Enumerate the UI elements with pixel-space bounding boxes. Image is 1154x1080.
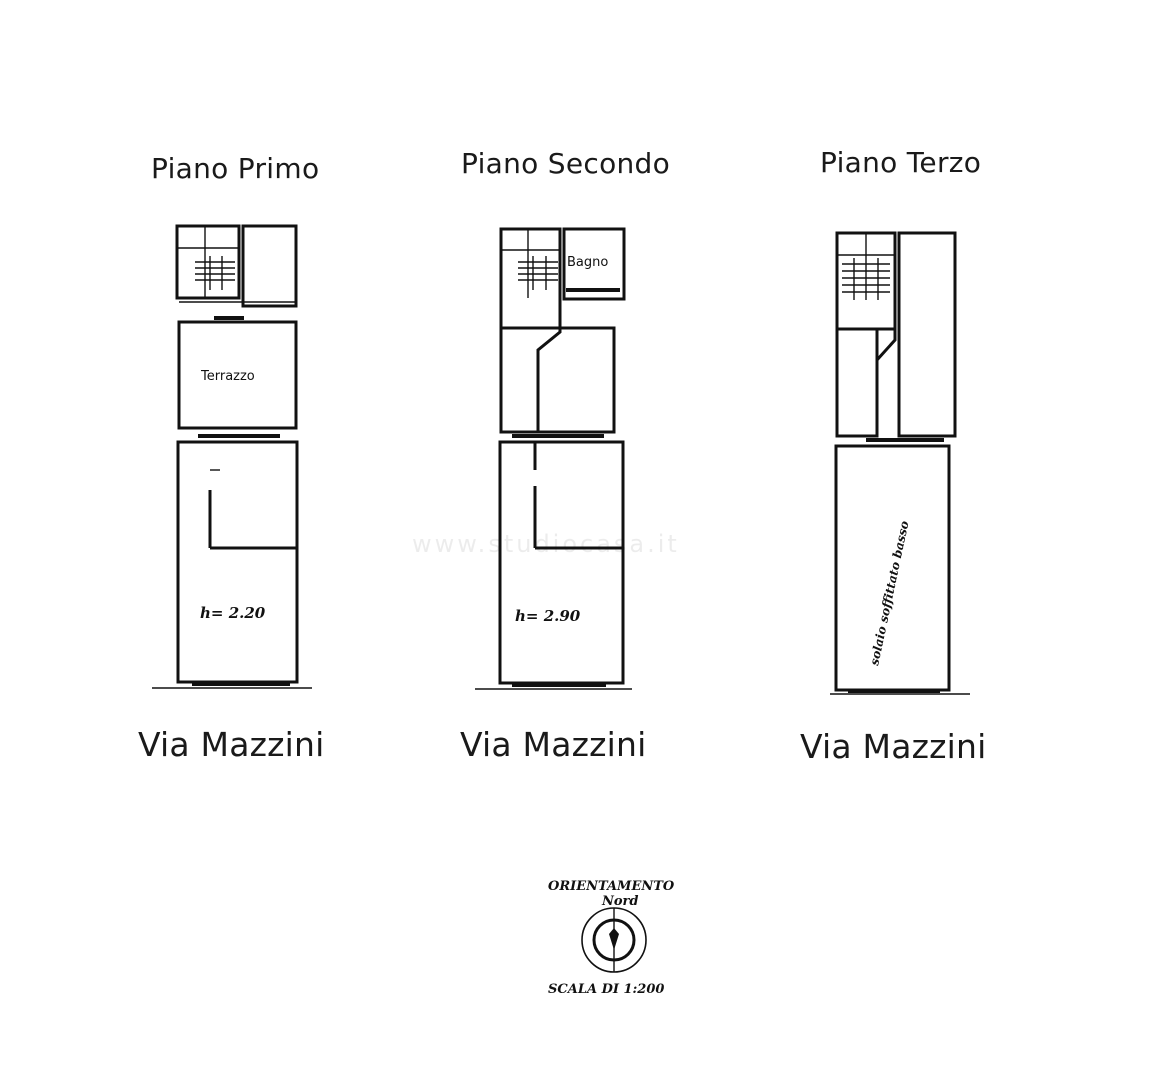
plan-piano-secondo: Bagno h= 2.90	[475, 227, 632, 690]
main-room-outline	[498, 440, 625, 685]
middle-room-outline	[499, 326, 616, 434]
staircase-symbol	[842, 258, 890, 300]
main-room-outline	[176, 440, 299, 684]
upper-room-outline	[897, 231, 957, 438]
height-note-primo: h= 2.20	[200, 604, 266, 622]
street-label-terzo: Via Mazzini	[800, 727, 987, 766]
bathroom-outline	[562, 227, 626, 301]
floor-title-primo: Piano Primo	[151, 152, 320, 185]
height-note-secondo: h= 2.90	[515, 607, 581, 625]
terrace-outline	[177, 320, 298, 430]
staircase-symbol	[518, 256, 558, 290]
floor-title-secondo: Piano Secondo	[461, 147, 671, 180]
corridor-outline	[835, 327, 879, 438]
street-label-secondo: Via Mazzini	[460, 725, 647, 764]
watermark: www.studiocasa.it	[412, 530, 680, 558]
compass-north-label: Nord	[601, 894, 639, 909]
street-label-primo: Via Mazzini	[138, 725, 325, 764]
compass-heading: ORIENTAMENTO	[548, 879, 675, 894]
floor-title-terzo: Piano Terzo	[820, 146, 982, 179]
stair-block	[499, 227, 562, 330]
plan-piano-terzo: solaio soffittato basso	[830, 231, 970, 695]
compass-block: ORIENTAMENTO Nord SCALA DI 1:200	[548, 879, 675, 997]
stair-block	[175, 224, 241, 300]
terrace-label: Terrazzo	[200, 369, 255, 384]
staircase-symbol	[195, 256, 235, 290]
bathroom-label: Bagno	[567, 255, 608, 270]
plan-piano-primo: Terrazzo h= 2.20	[152, 224, 312, 689]
scale-label: SCALA DI 1:200	[548, 982, 664, 997]
room-top-right	[241, 224, 298, 308]
attic-note: solaio soffittato basso	[867, 520, 911, 667]
compass-arrow-icon	[609, 928, 619, 950]
